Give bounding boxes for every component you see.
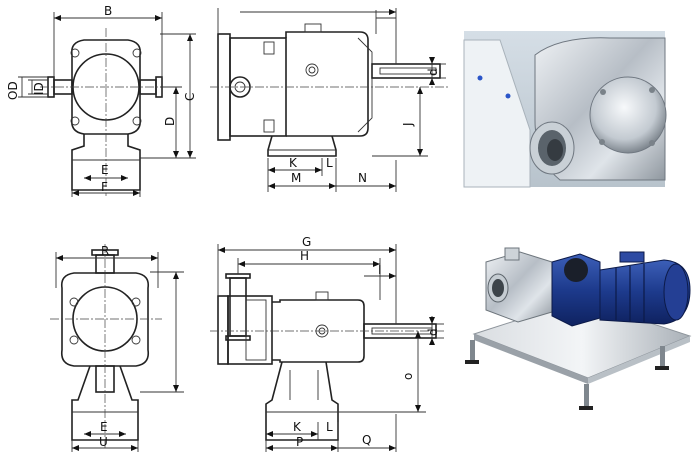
front-view-top-dimensions: B OD ID C D E F xyxy=(6,4,197,197)
dim-label-d-bottom: d xyxy=(426,328,440,336)
dim-label-I: I xyxy=(378,263,382,277)
pump-head-closeup-photo xyxy=(463,31,667,188)
dim-label-U: U xyxy=(99,435,108,449)
dim-label-OD: OD xyxy=(6,81,20,100)
dim-label-P: P xyxy=(296,435,303,449)
dim-label-R: R xyxy=(101,244,109,258)
dim-label-C: C xyxy=(183,93,197,101)
dim-label-J: J xyxy=(401,122,415,127)
dim-label-E-bottom: E xyxy=(100,420,108,434)
front-view-top xyxy=(40,28,175,196)
dim-label-E-top: E xyxy=(101,163,109,177)
dim-label-F: F xyxy=(101,180,108,194)
dim-label-o: o xyxy=(401,373,415,380)
side-view-top-dimensions: d J K L M N xyxy=(217,8,446,192)
dim-label-B: B xyxy=(104,4,112,18)
dim-label-D: D xyxy=(163,117,177,126)
dim-label-N: N xyxy=(358,171,367,185)
side-view-bottom xyxy=(210,273,446,441)
dim-label-H: H xyxy=(300,249,309,263)
dim-label-Q: Q xyxy=(362,433,371,447)
side-view-bottom-dimensions: G H I d o K L P Q xyxy=(217,235,444,452)
dim-label-d-top: d xyxy=(426,68,440,76)
pump-with-motor-on-base-photo xyxy=(465,247,692,410)
dim-label-L-bottom: L xyxy=(326,420,333,434)
side-view-top xyxy=(210,23,450,157)
dim-label-ID: ID xyxy=(32,82,46,95)
front-view-bottom-dimensions: R E U xyxy=(55,244,184,452)
dim-label-K-bottom: K xyxy=(293,420,302,434)
dim-label-L-top: L xyxy=(326,156,333,170)
dim-label-G: G xyxy=(302,235,311,249)
dim-label-M: M xyxy=(291,171,301,185)
front-view-bottom xyxy=(50,244,162,448)
dim-label-K-top: K xyxy=(289,156,298,170)
